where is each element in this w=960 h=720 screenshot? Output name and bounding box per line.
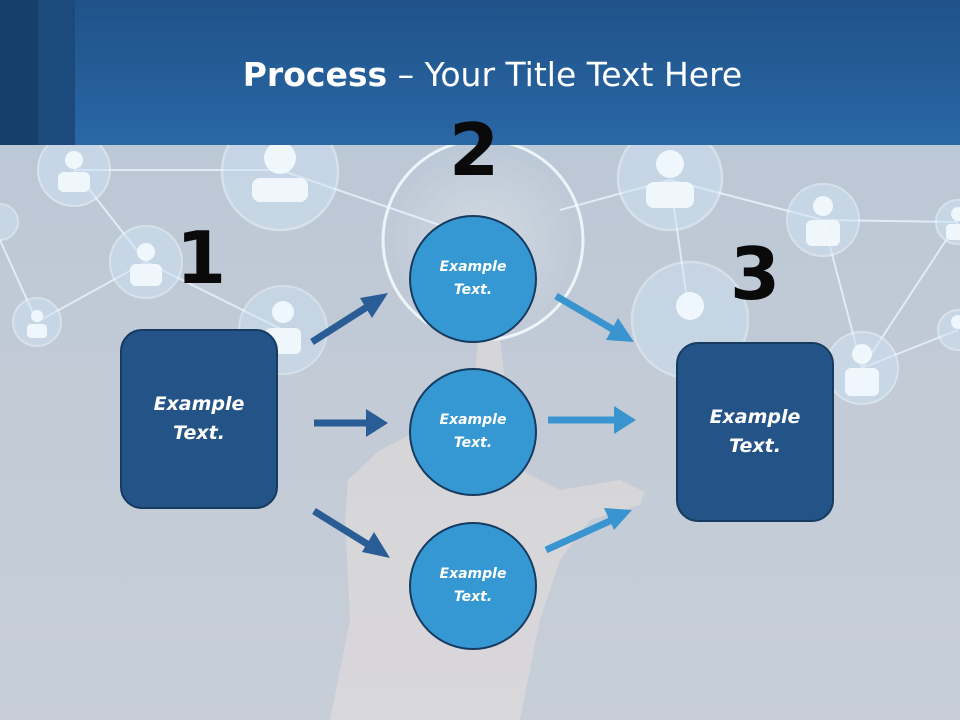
process-input-line1: Example xyxy=(153,393,245,415)
step-number-1: 1 xyxy=(176,216,227,300)
arrow-left-to-middle xyxy=(314,409,388,437)
circle-bottom-line1: Example xyxy=(439,566,507,582)
process-output-label: Example Text. xyxy=(710,403,801,461)
slide-title: Process – Your Title Text Here xyxy=(0,52,960,98)
process-output-box: Example Text. xyxy=(676,342,834,522)
arrow-top-to-right xyxy=(554,292,634,342)
process-step-circle-top: Example Text. xyxy=(409,215,537,343)
circle-middle-line2: Text. xyxy=(453,435,493,451)
circle-middle-line1: Example xyxy=(439,412,507,428)
process-input-line2: Text. xyxy=(173,422,225,444)
circle-middle-label: Example Text. xyxy=(440,409,507,455)
arrow-left-to-bottom xyxy=(312,508,390,558)
title-bold: Process xyxy=(242,55,388,94)
arrow-middle-to-right xyxy=(548,406,636,434)
circle-top-label: Example Text. xyxy=(440,256,507,302)
header-accent-dark xyxy=(0,0,38,145)
arrow-left-to-top xyxy=(310,293,388,345)
process-step-circle-bottom: Example Text. xyxy=(409,522,537,650)
circle-bottom-label: Example Text. xyxy=(440,563,507,609)
process-step-circle-middle: Example Text. xyxy=(409,368,537,496)
process-output-line2: Text. xyxy=(729,435,781,457)
step-number-2: 2 xyxy=(449,108,500,192)
process-input-box: Example Text. xyxy=(120,329,278,509)
arrow-bottom-to-right xyxy=(544,508,632,554)
circle-top-line2: Text. xyxy=(453,282,493,298)
title-rest: – Your Title Text Here xyxy=(387,55,743,94)
process-output-line1: Example xyxy=(709,406,801,428)
step-number-3: 3 xyxy=(730,232,781,316)
title-bar xyxy=(0,0,960,145)
circle-top-line1: Example xyxy=(439,259,507,275)
circle-bottom-line2: Text. xyxy=(453,589,493,605)
header-accent-mid xyxy=(38,0,75,145)
process-input-label: Example Text. xyxy=(154,390,245,448)
